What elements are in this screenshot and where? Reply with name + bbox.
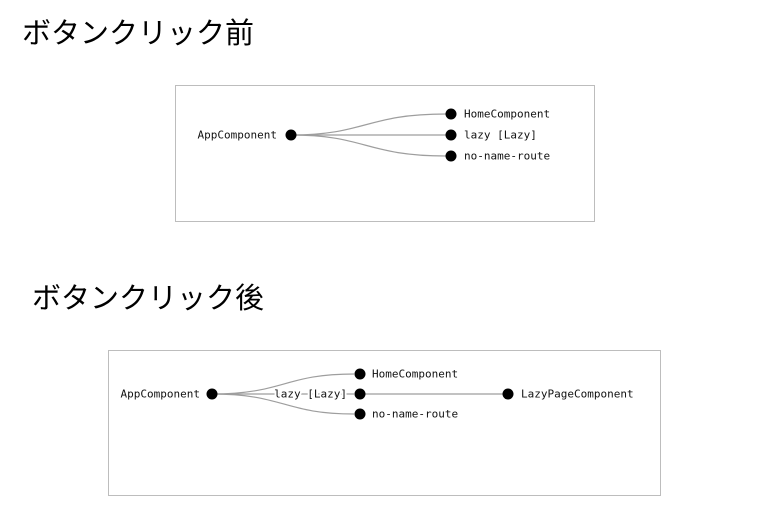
node-app-component[interactable] (285, 129, 297, 141)
label-app-component: AppComponent (198, 129, 277, 142)
edge-app-home (290, 113, 447, 136)
heading-before-click: ボタンクリック前 (22, 16, 255, 50)
label-lazy: lazy [Lazy] (274, 388, 347, 401)
heading-after-click: ボタンクリック後 (32, 281, 265, 315)
node-no-name-route[interactable] (354, 408, 366, 420)
route-tree-panel-after: AppComponent HomeComponent lazy [Lazy] n… (108, 350, 661, 496)
route-tree-before: AppComponent HomeComponent lazy [Lazy] n… (198, 108, 551, 163)
edge-app-home (211, 373, 355, 395)
node-home-component[interactable] (354, 368, 366, 380)
label-no-name-route: no-name-route (372, 408, 458, 421)
node-home-component[interactable] (445, 108, 457, 120)
label-app-component: AppComponent (121, 388, 200, 401)
label-lazy-page-component: LazyPageComponent (521, 388, 634, 401)
node-no-name-route[interactable] (445, 150, 457, 162)
route-tree-after: AppComponent HomeComponent lazy [Lazy] n… (121, 368, 634, 421)
label-no-name-route: no-name-route (464, 150, 550, 163)
label-home-component: HomeComponent (372, 368, 458, 381)
label-home-component: HomeComponent (464, 108, 550, 121)
route-tree-panel-before: AppComponent HomeComponent lazy [Lazy] n… (175, 85, 595, 222)
label-lazy: lazy [Lazy] (464, 129, 537, 142)
node-app-component[interactable] (206, 388, 218, 400)
edge-app-noname (290, 134, 447, 157)
node-lazy[interactable] (445, 129, 457, 141)
node-lazy-page-component[interactable] (502, 388, 514, 400)
edge-app-noname (211, 393, 355, 415)
node-lazy[interactable] (354, 388, 366, 400)
